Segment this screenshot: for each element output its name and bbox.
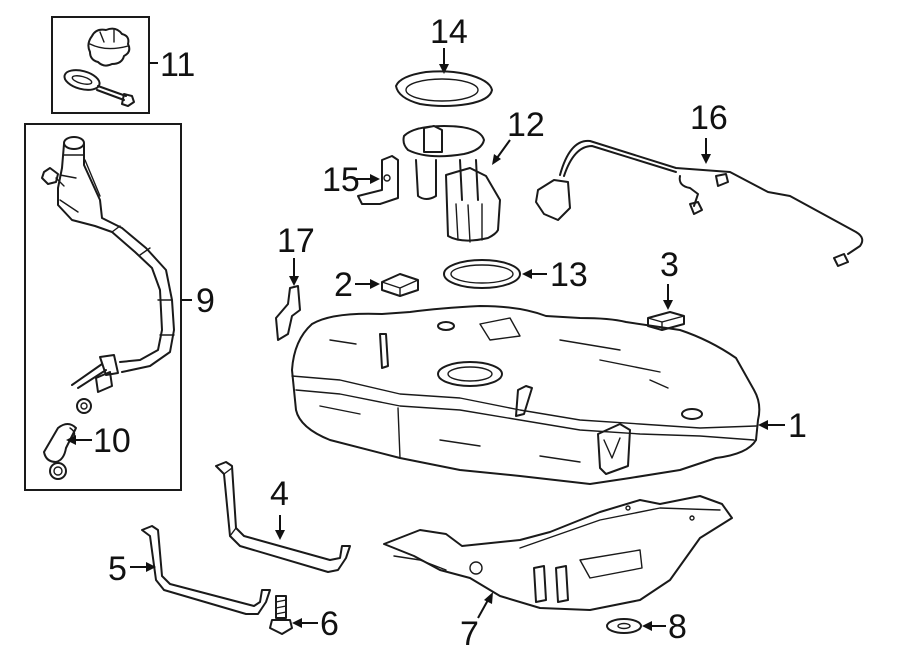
wiring-harness-icon	[535, 139, 864, 267]
part-17-clip[interactable]: 17	[275, 222, 315, 341]
fuel-pump-icon	[402, 125, 501, 243]
callout-13[interactable]: 13	[550, 256, 588, 294]
part-12-fuel-pump-module[interactable]: 12	[402, 106, 545, 243]
group-box-9	[24, 123, 182, 491]
callout-4[interactable]: 4	[270, 475, 289, 513]
callout-6[interactable]: 6	[320, 605, 339, 643]
group-box-11	[51, 16, 150, 114]
callout-10[interactable]: 10	[93, 422, 131, 460]
part-14-lock-ring[interactable]: 14	[395, 13, 493, 107]
part-15-bracket[interactable]: 15	[322, 155, 399, 205]
callout-16[interactable]: 16	[690, 99, 728, 137]
arrow-12	[492, 154, 501, 165]
callout-3[interactable]: 3	[660, 246, 679, 284]
callout-11[interactable]: 11	[160, 46, 195, 84]
hose-clamp-icon	[49, 462, 67, 480]
arrow-15	[370, 174, 380, 184]
leader-12	[496, 139, 511, 159]
heat-shield-icon	[383, 495, 733, 611]
part-3-insulator-block[interactable]: 3	[647, 246, 685, 331]
part-5-tank-strap-front[interactable]: 5	[108, 525, 271, 615]
lock-ring-icon	[395, 70, 493, 107]
arrow-7	[484, 592, 493, 604]
callout-15[interactable]: 15	[322, 161, 360, 199]
tether-icon	[63, 69, 135, 107]
arrow-10	[66, 435, 76, 445]
arrow-3	[663, 300, 673, 310]
part-11-fuel-cap-group[interactable]: 11	[51, 16, 195, 114]
seal-ring-icon	[443, 259, 521, 289]
arrow-4	[275, 530, 285, 540]
strap-rear-icon	[215, 461, 351, 573]
arrow-6	[292, 618, 302, 628]
part-13-seal-ring[interactable]: 13	[443, 256, 588, 294]
part-4-tank-strap-rear[interactable]: 4	[215, 461, 351, 573]
callout-14[interactable]: 14	[430, 13, 468, 51]
part-6-strap-bolt[interactable]: 6	[269, 595, 339, 643]
part-1-fuel-tank[interactable]: 1	[291, 305, 807, 485]
clip-icon	[275, 285, 301, 341]
callout-5[interactable]: 5	[108, 550, 127, 588]
filler-hose-icon	[43, 423, 77, 463]
insulator-pad-icon	[381, 273, 419, 297]
arrow-14	[439, 64, 449, 74]
arrow-8	[642, 621, 652, 631]
arrow-2	[370, 279, 380, 289]
part-9-filler-pipe-group[interactable]: 9 10	[24, 123, 215, 491]
part-16-wiring-harness[interactable]: 16	[535, 99, 864, 267]
arrow-13	[522, 269, 532, 279]
bolt-icon	[269, 595, 293, 635]
part-8-washer[interactable]: 8	[606, 608, 687, 646]
filler-pipe-icon	[41, 136, 175, 414]
bracket-icon	[357, 155, 399, 205]
arrow-1	[758, 420, 768, 430]
callout-9[interactable]: 9	[196, 282, 215, 320]
callout-1[interactable]: 1	[788, 407, 807, 445]
strap-front-icon	[141, 525, 271, 615]
arrow-5	[146, 562, 156, 572]
fuel-tank-icon	[291, 305, 761, 485]
callout-8[interactable]: 8	[668, 608, 687, 646]
leader-7	[477, 599, 489, 619]
arrow-17	[289, 276, 299, 286]
arrow-16	[701, 154, 711, 164]
callout-7[interactable]: 7	[460, 615, 479, 653]
fuel-cap-icon	[87, 27, 131, 67]
callout-12[interactable]: 12	[507, 106, 545, 144]
part-7-heat-shield[interactable]: 7	[383, 495, 733, 653]
callout-2[interactable]: 2	[334, 266, 353, 304]
part-2-insulator-pad[interactable]: 2	[334, 266, 419, 304]
washer-icon	[606, 618, 642, 634]
callout-17[interactable]: 17	[277, 222, 315, 260]
